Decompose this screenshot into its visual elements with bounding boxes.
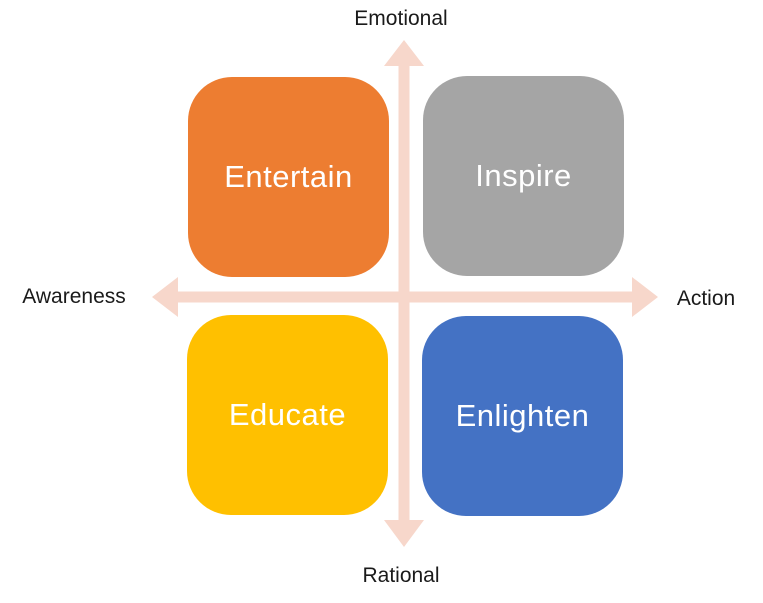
axis-label-awareness: Awareness — [22, 285, 126, 308]
axis-label-emotional: Emotional — [354, 7, 448, 30]
quadrant-entertain: Entertain — [188, 77, 389, 277]
axis-label-action: Action — [676, 287, 736, 310]
quadrant-educate-label: Educate — [228, 397, 347, 432]
quadrant-enlighten-label: Enlighten — [455, 398, 590, 433]
axis-label-rational: Rational — [362, 564, 440, 587]
quadrant-entertain-label: Entertain — [224, 159, 353, 194]
quadrant-educate: Educate — [187, 315, 388, 515]
horizontal-axis-arrow — [152, 277, 658, 317]
quadrant-inspire: Inspire — [423, 76, 624, 276]
quadrant-inspire-label: Inspire — [475, 158, 572, 193]
quadrant-enlighten: Enlighten — [422, 316, 623, 516]
